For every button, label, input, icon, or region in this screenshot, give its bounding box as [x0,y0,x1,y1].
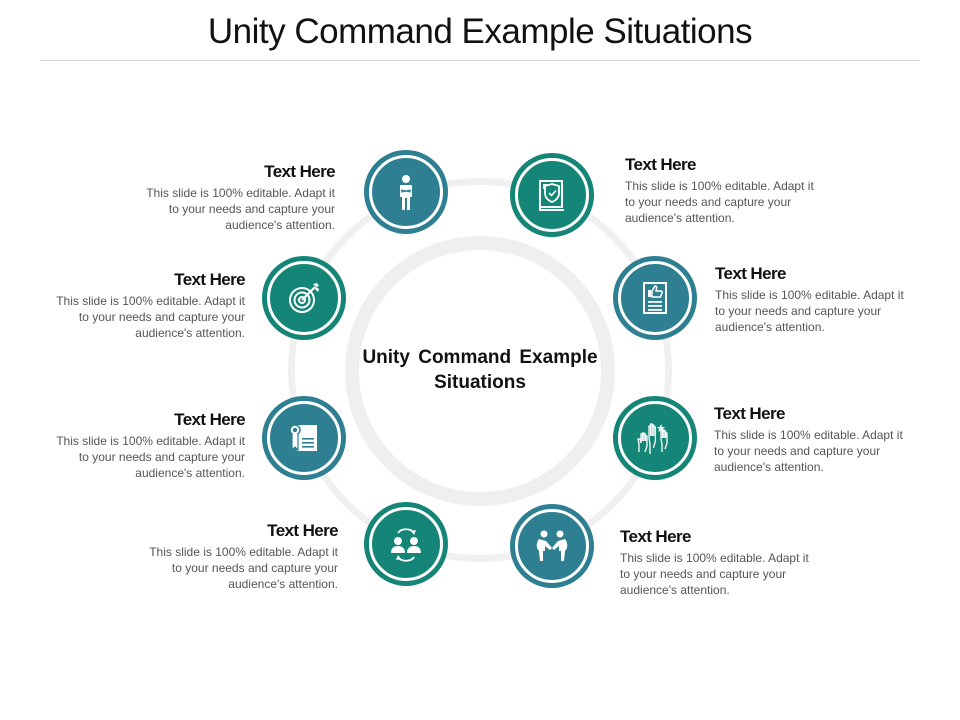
item-heading: Text Here [620,527,691,546]
item-heading: Text Here [715,264,786,283]
item-body: This slide is 100% editable. Adapt it to… [714,428,903,474]
thumbs-up-document-icon [643,282,667,314]
node-right-upper [613,256,697,340]
target-arrow-icon [289,283,319,313]
node-top-right [510,153,594,237]
text-block-left-upper: Text Here This slide is 100% editable. A… [45,270,245,341]
text-block-bottom-left: Text Here This slide is 100% editable. A… [138,521,338,592]
standing-person-icon [400,175,412,210]
item-body: This slide is 100% editable. Adapt it to… [149,545,338,591]
text-block-right-upper: Text Here This slide is 100% editable. A… [715,264,915,335]
item-heading: Text Here [625,155,696,174]
node-left-upper [262,256,346,340]
outer-ring [288,178,672,562]
shield-book-icon [539,180,564,211]
text-block-bottom-right: Text Here This slide is 100% editable. A… [620,527,820,598]
text-block-top-right: Text Here This slide is 100% editable. A… [625,155,825,226]
item-heading: Text Here [267,521,338,540]
item-body: This slide is 100% editable. Adapt it to… [146,186,335,232]
certificate-document-icon [289,424,317,452]
title-divider [40,60,920,61]
people-exchange-icon [391,528,421,562]
slide-title: Unity Command Example Situations [207,12,753,51]
item-body: This slide is 100% editable. Adapt it to… [620,551,809,597]
node-right-lower [613,396,697,480]
text-block-left-lower: Text Here This slide is 100% editable. A… [45,410,245,481]
node-top-left [364,150,448,234]
node-bottom-left [364,502,448,586]
item-heading: Text Here [174,410,245,429]
item-body: This slide is 100% editable. Adapt it to… [715,288,904,334]
text-block-top-left: Text Here This slide is 100% editable. A… [135,162,335,233]
text-block-right-lower: Text Here This slide is 100% editable. A… [714,404,914,475]
node-left-lower [262,396,346,480]
item-heading: Text Here [264,162,335,181]
item-body: This slide is 100% editable. Adapt it to… [56,294,245,340]
raised-hands-icon [637,423,668,454]
item-body: This slide is 100% editable. Adapt it to… [625,179,814,225]
node-bottom-right [510,504,594,588]
item-body: This slide is 100% editable. Adapt it to… [56,434,245,480]
center-label: Unity Command Example Situations [362,347,598,393]
item-heading: Text Here [174,270,245,289]
item-heading: Text Here [714,404,785,423]
two-people-handshake-icon [536,530,568,561]
